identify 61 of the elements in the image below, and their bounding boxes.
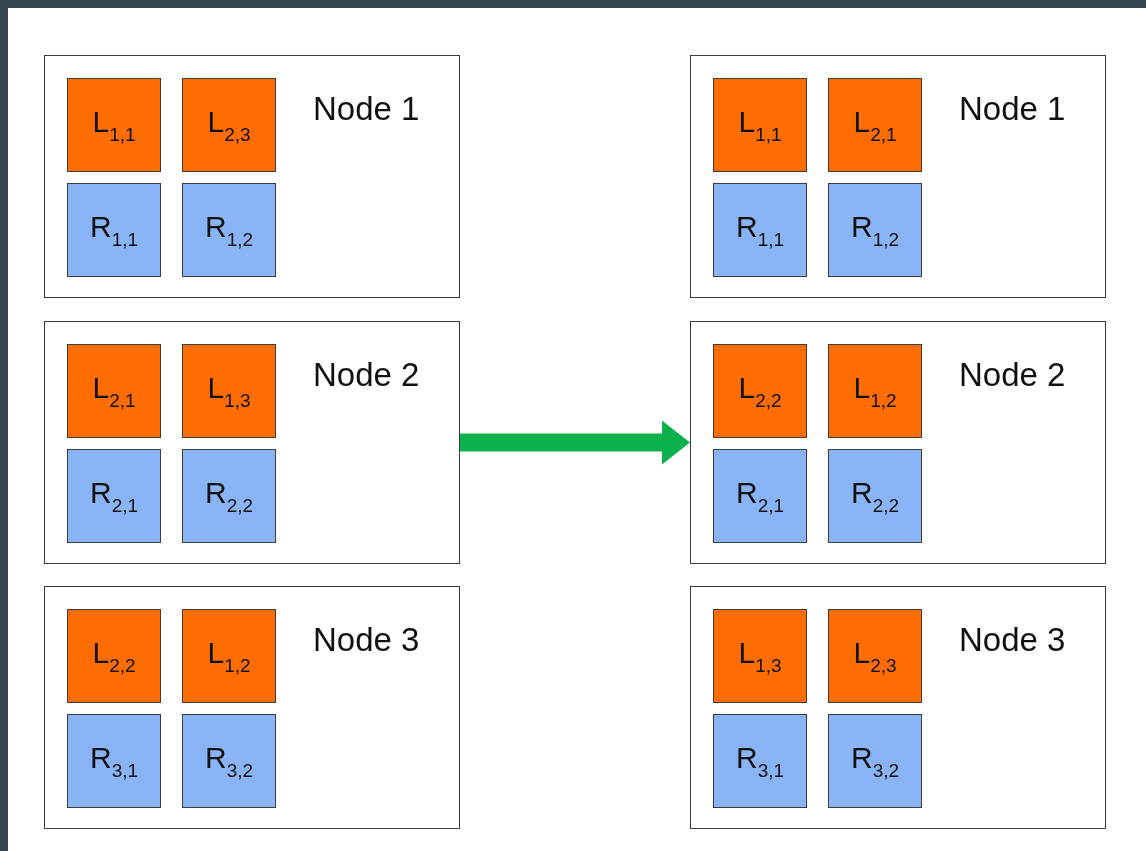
r-block <box>713 714 807 808</box>
l-block <box>828 78 922 172</box>
l-block <box>67 609 161 703</box>
l-block <box>67 344 161 438</box>
node-box <box>44 586 460 829</box>
block-label: R$_{3,2}$ <box>850 742 900 780</box>
node-box <box>690 321 1106 564</box>
block-label: R$_{3,2}$ <box>204 742 254 780</box>
block-label: L$_{1,1}$ <box>92 106 136 144</box>
r-block <box>828 449 922 543</box>
node-label: Node 1 <box>313 90 420 128</box>
l-block <box>67 78 161 172</box>
r-block <box>713 183 807 277</box>
block-label: R$_{2,2}$ <box>850 477 900 515</box>
node-label: Node 3 <box>313 621 420 659</box>
block-label: R$_{2,2}$ <box>204 477 254 515</box>
node-box <box>44 321 460 564</box>
block-label: R$_{1,2}$ <box>204 211 254 249</box>
r-block <box>182 183 276 277</box>
block-label: L$_{1,2}$ <box>207 637 251 675</box>
r-block <box>713 449 807 543</box>
node-box <box>690 586 1106 829</box>
r-block <box>182 449 276 543</box>
r-block <box>828 714 922 808</box>
node-box <box>44 55 460 298</box>
l-block <box>182 78 276 172</box>
block-label: R$_{1,1}$ <box>735 211 785 249</box>
l-block <box>828 609 922 703</box>
r-block <box>828 183 922 277</box>
l-block <box>713 609 807 703</box>
r-block <box>67 714 161 808</box>
block-label: L$_{1,1}$ <box>738 106 782 144</box>
block-label: R$_{3,1}$ <box>89 742 139 780</box>
block-label: L$_{1,3}$ <box>207 372 251 410</box>
r-block <box>67 449 161 543</box>
block-label: L$_{2,2}$ <box>738 372 782 410</box>
l-block <box>828 344 922 438</box>
block-label: R$_{1,2}$ <box>850 211 900 249</box>
block-label: L$_{1,3}$ <box>738 637 782 675</box>
block-label: L$_{2,1}$ <box>92 372 136 410</box>
r-block <box>67 183 161 277</box>
l-block <box>182 609 276 703</box>
block-label: L$_{2,1}$ <box>853 106 897 144</box>
block-label: R$_{3,1}$ <box>735 742 785 780</box>
r-block <box>182 714 276 808</box>
l-block <box>713 78 807 172</box>
block-label: L$_{2,3}$ <box>853 637 897 675</box>
block-label: R$_{1,1}$ <box>89 211 139 249</box>
node-box <box>690 55 1106 298</box>
block-label: L$_{1,2}$ <box>853 372 897 410</box>
node-label: Node 3 <box>959 621 1066 659</box>
node-label: Node 1 <box>959 90 1066 128</box>
block-label: L$_{2,3}$ <box>207 106 251 144</box>
block-label: R$_{2,1}$ <box>735 477 785 515</box>
l-block <box>182 344 276 438</box>
block-label: R$_{2,1}$ <box>89 477 139 515</box>
l-block <box>713 344 807 438</box>
node-label: Node 2 <box>313 356 420 394</box>
block-arrow <box>460 420 690 465</box>
block-label: L$_{2,2}$ <box>92 637 136 675</box>
node-label: Node 2 <box>959 356 1066 394</box>
